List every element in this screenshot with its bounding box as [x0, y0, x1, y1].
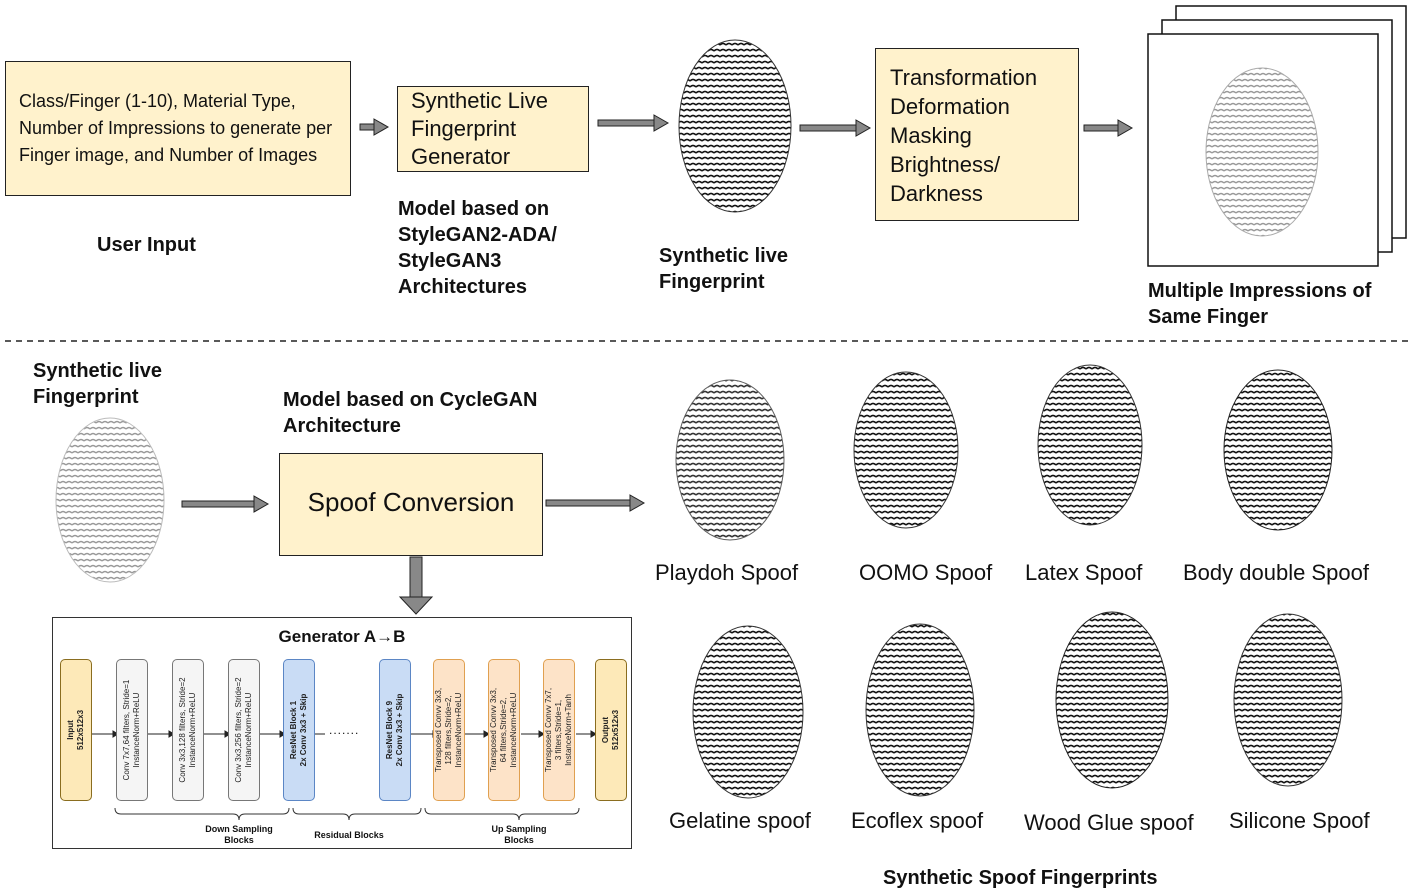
live-fingerprint-caption: Synthetic live Fingerprint	[659, 245, 788, 293]
generator-connectors	[92, 730, 597, 821]
generator-caption: Model based on StyleGAN2-ADA/ StyleGAN3 …	[398, 198, 557, 298]
gen-block-text: Output 512x512x3	[601, 709, 620, 751]
gen-block-input: Input 512x512x3	[60, 659, 92, 801]
group-label-down: Down Sampling Blocks	[205, 824, 273, 845]
group-label-up: Up Sampling Blocks	[491, 824, 547, 845]
gen-block-text: ResNet Block 9 2x Conv 3x3 + Skip	[385, 693, 404, 767]
gen-block-up: Transposed Convv 7x7, 3 filters,Stride=1…	[543, 659, 575, 801]
transform-item: Masking	[890, 123, 972, 148]
transform-item: Transformation	[890, 65, 1038, 90]
bottom-live-caption: Synthetic live Fingerprint	[33, 360, 162, 408]
spoof-conversion-label: Spoof Conversion	[307, 487, 515, 517]
gen-block-text: ResNet Block 1 2x Conv 3x3 + Skip	[289, 693, 308, 767]
impressions-caption: Multiple Impressions of Same Finger	[1148, 280, 1372, 328]
gen-block-text: Transposed Convv 7x7, 3 filters,Stride=1…	[544, 687, 573, 773]
generator-panel: Generator A→B Input 512x512x3 Conv 7x7,6…	[52, 617, 632, 849]
spoof-label: Playdoh Spoof	[655, 560, 799, 585]
user-input-box: Class/Finger (1-10), Material Type, Numb…	[5, 61, 351, 196]
spoof-label: Wood Glue spoof	[1024, 810, 1194, 835]
spoof-label: Latex Spoof	[1025, 560, 1143, 585]
spoof-conversion-box: Spoof Conversion	[279, 453, 543, 556]
generator-box-text: Synthetic Live Fingerprint Generator	[411, 88, 548, 169]
gen-block-down: Conv 3x3,256 filters, Stride=2 InstanceN…	[228, 659, 260, 801]
gen-block-up: Transposed Convv 3x3, 64 filters,Stride=…	[488, 659, 520, 801]
generator-box: Synthetic Live Fingerprint Generator	[397, 86, 589, 172]
gen-ellipsis: .......	[329, 723, 360, 737]
gen-block-text: Conv 3x3,128 filters, Stride=2 InstanceN…	[178, 677, 197, 783]
fingerprint-images	[55, 39, 1343, 799]
gen-block-down: Conv 7x7,64 filters, Stride=1 InstanceNo…	[116, 659, 148, 801]
arrows-bottom	[181, 494, 646, 615]
gen-block-output: Output 512x512x3	[595, 659, 627, 801]
spoof-label: Body double Spoof	[1183, 560, 1369, 585]
spoof-label: OOMO Spoof	[859, 560, 993, 585]
spoof-label: Silicone Spoof	[1229, 808, 1370, 833]
generator-title: Generator A→B	[278, 627, 406, 646]
transform-item: Brightness/	[890, 152, 1001, 177]
gen-block-down: Conv 3x3,128 filters, Stride=2 InstanceN…	[172, 659, 204, 801]
gen-block-text: Conv 7x7,64 filters, Stride=1 InstanceNo…	[122, 679, 141, 781]
transform-box: Transformation Deformation Masking Brigh…	[875, 48, 1079, 221]
gen-block-text: Input 512x512x3	[66, 709, 85, 751]
gen-block-res: ResNet Block 9 2x Conv 3x3 + Skip	[379, 659, 411, 801]
user-input-text: Class/Finger (1-10), Material Type, Numb…	[19, 91, 333, 165]
transform-item: Deformation	[890, 94, 1010, 119]
cyclegan-caption: Model based on CycleGAN Architecture	[283, 389, 538, 437]
transform-item: Darkness	[890, 181, 983, 206]
user-input-label: User Input	[97, 234, 196, 256]
gen-block-up: Transposed Convv 3x3, 128 filters,Stride…	[433, 659, 465, 801]
spoof-label: Ecoflex spoof	[851, 808, 984, 833]
gen-block-res: ResNet Block 1 2x Conv 3x3 + Skip	[283, 659, 315, 801]
transform-list: Transformation Deformation Masking Brigh…	[890, 63, 1037, 208]
gen-block-text: Conv 3x3,256 filters, Stride=2 InstanceN…	[234, 677, 253, 783]
gen-block-text: Transposed Convv 3x3, 64 filters,Stride=…	[489, 687, 518, 773]
group-label-residual: Residual Blocks	[314, 830, 384, 840]
spoof-label: Gelatine spoof	[669, 808, 811, 833]
spoofs-title: Synthetic Spoof Fingerprints	[883, 867, 1158, 889]
arrows-top	[359, 114, 1134, 137]
gen-block-text: Transposed Convv 3x3, 128 filters,Stride…	[434, 687, 463, 773]
